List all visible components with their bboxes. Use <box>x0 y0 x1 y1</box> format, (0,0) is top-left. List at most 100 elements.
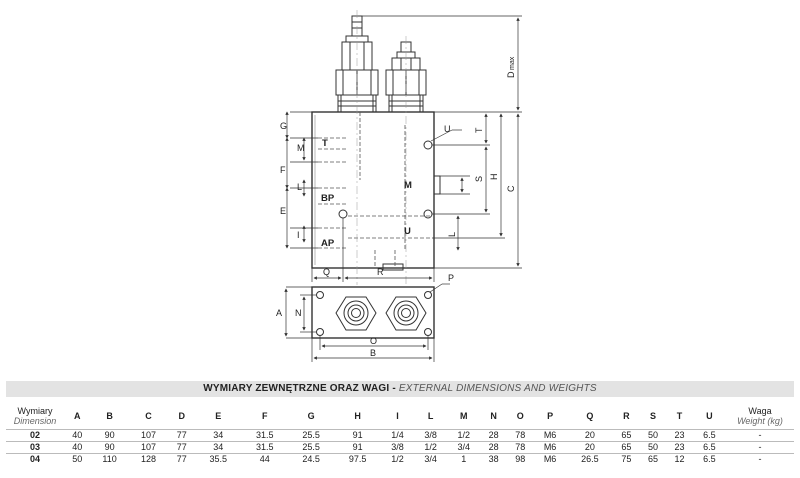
table-cell: 3/8 <box>391 441 404 452</box>
table-cell: M6 <box>543 429 557 440</box>
table-cell: 98 <box>515 453 526 464</box>
port-bp-label: BP <box>321 193 335 204</box>
dimension-header-label: Wymiary <box>17 405 53 416</box>
dim-r-label: R <box>377 267 384 277</box>
top-view <box>311 286 435 339</box>
table-cell: 78 <box>515 429 526 440</box>
table-cell: 1/2 <box>424 441 437 452</box>
dim-u-label: U <box>444 124 451 134</box>
weight-header-sub: Weight (kg) <box>737 415 783 426</box>
table-cell: 97.5 <box>348 453 367 464</box>
section-title: WYMIARY ZEWNĘTRZNE ORAZ WAGI - EXTERNAL … <box>6 381 794 397</box>
col-header-c: C <box>145 410 152 421</box>
col-header-g: G <box>307 410 315 421</box>
dim-o-label: O <box>370 336 377 346</box>
dim-t-label: T <box>474 127 484 133</box>
table-cell: 12 <box>674 453 685 464</box>
table-cell: 6.5 <box>703 441 716 452</box>
table-cell: 31.5 <box>255 429 274 440</box>
col-header-a: A <box>74 410 81 421</box>
col-header-h: H <box>354 410 361 421</box>
dim-l-right-label: L <box>447 232 457 237</box>
table-cell: 77 <box>176 429 187 440</box>
side-boss <box>433 175 441 195</box>
table-cell: 26.5 <box>581 453 599 464</box>
col-header-e: E <box>215 410 222 421</box>
table-cell: 65 <box>621 429 632 440</box>
dimension-header-sub: Dimension <box>13 415 57 426</box>
col-header-r: R <box>623 410 630 421</box>
table-cell: 65 <box>647 453 658 464</box>
table-cell: 110 <box>102 453 117 464</box>
technical-drawing: T BP AP M U G F E M L I Q R <box>276 10 522 362</box>
front-view <box>311 10 441 285</box>
table-cell: 31.5 <box>255 441 274 452</box>
table-cell: 107 <box>141 429 157 440</box>
col-header-n: N <box>490 410 497 421</box>
dim-g-label: G <box>280 121 287 131</box>
hole-u <box>423 140 433 150</box>
row-model: 04 <box>29 453 40 464</box>
table-cell: 3/4 <box>424 453 437 464</box>
table-cell: 1/4 <box>391 429 404 440</box>
bottom-dimensions <box>311 218 435 282</box>
table-cell: 28 <box>488 429 499 440</box>
table-cell: 40 <box>72 429 83 440</box>
table-cell: 107 <box>141 441 157 452</box>
dim-p-label: P <box>448 273 454 283</box>
table-cell: 90 <box>104 441 115 452</box>
table-cell: 25.5 <box>302 429 320 440</box>
port-m-label: M <box>404 180 412 191</box>
table-cell: 78 <box>515 441 526 452</box>
port-ap-label: AP <box>321 238 335 249</box>
table-cell: 65 <box>621 441 632 452</box>
dim-n-label: N <box>295 308 302 318</box>
table-cell: 91 <box>352 441 363 452</box>
dim-q-label: Q <box>323 267 330 277</box>
table-cell: 24.5 <box>302 453 320 464</box>
table-cell: 1 <box>461 453 467 464</box>
table-cell: 23 <box>674 441 685 452</box>
table-cell: 91 <box>352 429 363 440</box>
table-cell: 34 <box>213 429 224 440</box>
col-header-p: P <box>547 410 554 421</box>
col-header-b: B <box>106 410 113 421</box>
table-cell: 128 <box>141 453 157 464</box>
hole-middle <box>338 209 348 219</box>
table-cell: 50 <box>647 441 658 452</box>
dim-a-label: A <box>276 308 282 318</box>
row-weight: - <box>758 441 762 452</box>
table-cell: 44 <box>259 453 270 464</box>
table-cell: M6 <box>543 453 557 464</box>
table-cell: 77 <box>176 453 187 464</box>
dimension-header: Wymiary Dimension <box>6 403 64 429</box>
left-dimensions <box>285 111 318 249</box>
table-cell: 20 <box>584 441 595 452</box>
table-cell: 1/2 <box>391 453 404 464</box>
col-header-t: T <box>676 410 683 421</box>
table-cell: M6 <box>543 441 557 452</box>
dim-e-label: E <box>280 206 286 216</box>
dim-s-label: S <box>474 176 484 182</box>
table-row: 02 40 90 107 77 34 31.5 25.5 91 1/4 3/8 … <box>6 429 794 441</box>
weight-header: Waga Weight (kg) <box>726 403 794 429</box>
dim-c-label: C <box>506 185 516 192</box>
table-cell: 90 <box>104 429 115 440</box>
table-cell: 20 <box>584 429 595 440</box>
col-header-o: O <box>516 410 524 421</box>
table-header-row: Wymiary Dimension A B C D E F G H I L M … <box>6 403 794 429</box>
dim-d-sub-label: max <box>509 56 516 70</box>
section-title-separator: - <box>392 383 396 394</box>
dim-d-label: D <box>506 71 516 78</box>
row-model: 03 <box>29 441 40 452</box>
table-cell: 6.5 <box>703 453 716 464</box>
table-cell: 3/8 <box>424 429 437 440</box>
col-header-i: I <box>396 410 399 421</box>
section-title-pl: WYMIARY ZEWNĘTRZNE ORAZ WAGI <box>203 383 390 394</box>
dim-m-left-label: M <box>297 143 305 153</box>
table-cell: 35.5 <box>209 453 227 464</box>
row-model: 02 <box>29 429 40 440</box>
table-cell: 50 <box>647 429 658 440</box>
hole-right <box>423 209 433 219</box>
dim-b-label: B <box>370 348 376 358</box>
